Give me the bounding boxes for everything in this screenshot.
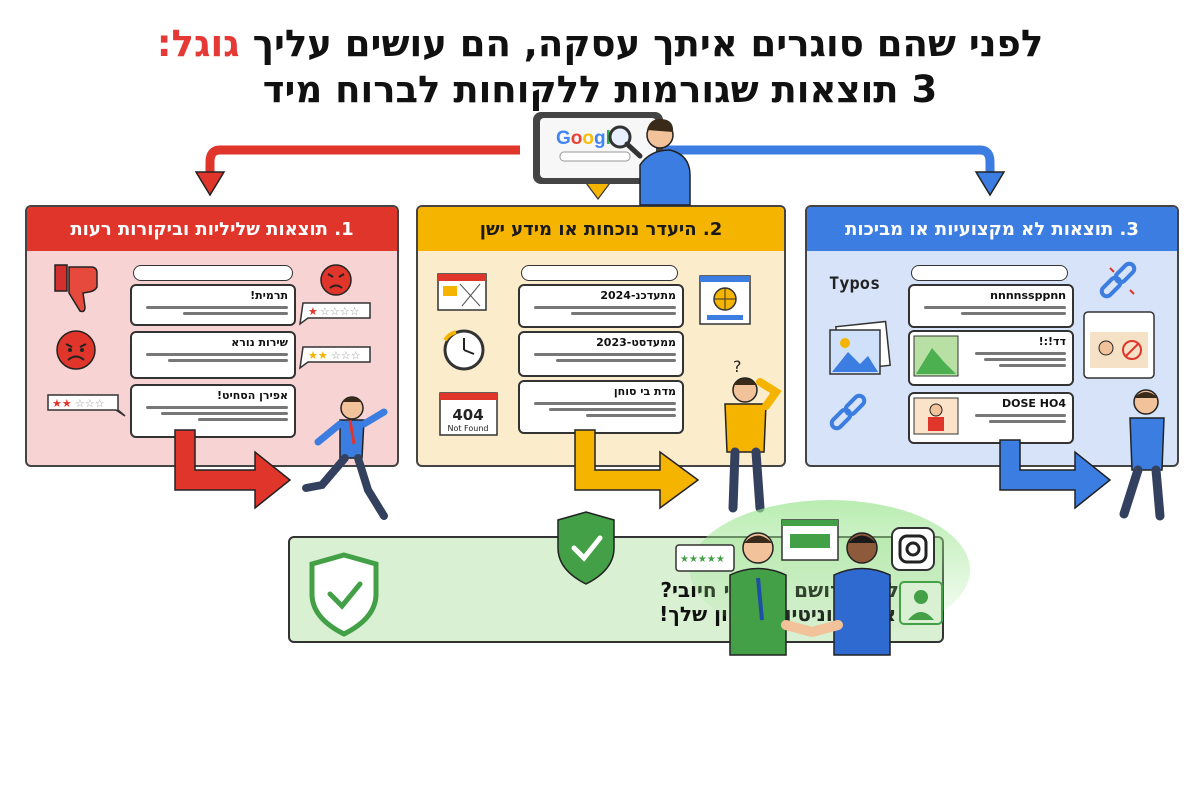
title-prefix: לפני שהם סוגרים איתך עסקה, הם עושים עליך [252,22,1044,65]
title-accent: גוגל: [156,22,240,65]
red-arrow-top [194,145,520,197]
cta-text: איך ליצור רושם ראשוני חיובי? נהל את המונ… [659,578,938,626]
result-card: nnnnssppnn [908,284,1074,328]
cta-line2: נהל את המוניטין המקוון שלך! [659,602,938,626]
result-card: דד!:! [908,330,1074,386]
tablet-search-icon: Google [533,112,663,184]
search-bar [133,265,293,281]
page-title-line2: 3 תוצאות שגורמות ללקוחות לברוח מיד [262,68,938,111]
page-title-line1: לפני שהם סוגרים איתך עסקה, הם עושים עליך… [100,22,1100,66]
search-bar [521,265,678,281]
result-card: DOSE HO4 [908,392,1074,444]
panel-heading: 2. היעדר נוכחות או מידע ישן [418,207,784,251]
panel-heading: 3. תוצאות לא מקצועיות או מביכות [807,207,1177,251]
cta-line1: איך ליצור רושם ראשוני חיובי? [660,578,938,602]
result-card: מדת בי סוחן [518,380,684,434]
result-card: שירות נורא [130,331,296,379]
panel-heading: 1. תוצאות שליליות וביקורות רעות [27,207,397,251]
result-card: ממעדסט-2023 [518,331,684,377]
result-card: אפירן הסחיט! [130,384,296,438]
searching-person-icon [639,118,691,206]
yellow-arrow-top [584,168,612,200]
typos-label: Typos [829,274,881,294]
google-logo: Google [556,128,621,149]
result-card: מתעדכנ-2024 [518,284,684,328]
blue-arrow-top [660,145,1006,197]
result-card: תרמית! [130,284,296,326]
search-bar [911,265,1068,281]
